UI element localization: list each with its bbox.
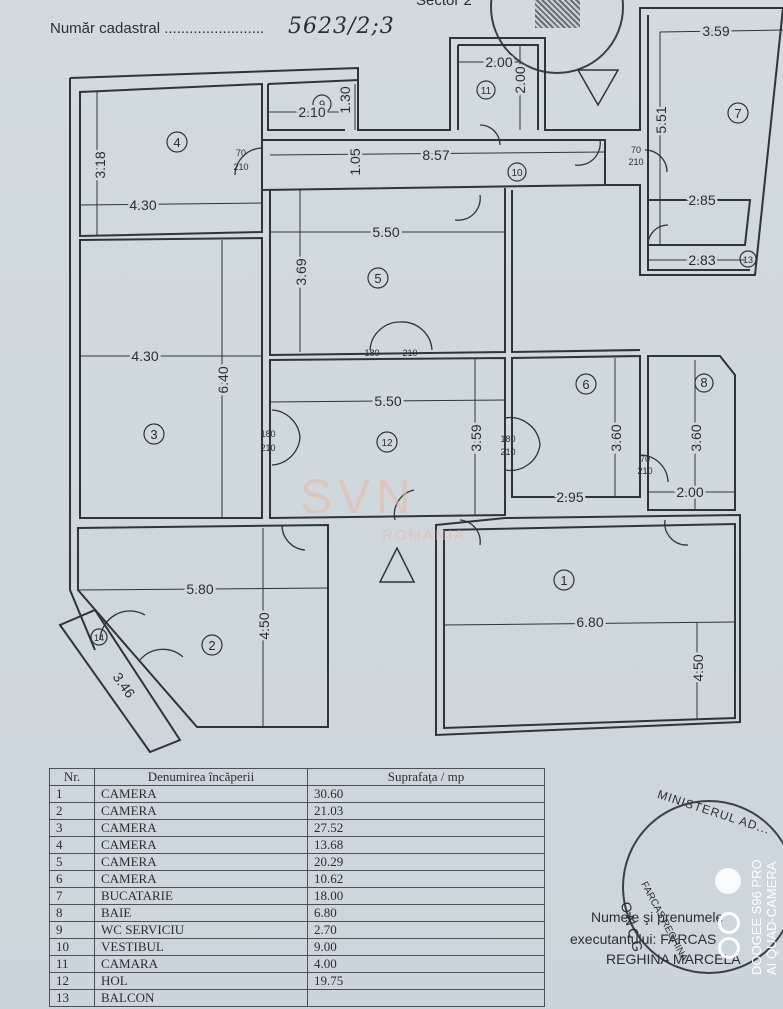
svg-text:6.80: 6.80 [576,614,603,630]
svg-text:5.80: 5.80 [186,581,213,597]
ministry-stamp [622,800,783,974]
svg-text:70: 70 [236,148,246,158]
signature-line-1: Numele şi prenumele [591,909,724,925]
svg-text:180: 180 [500,434,515,444]
watermark-sub: ROMANIA [382,527,467,544]
svg-text:70: 70 [640,454,650,464]
svg-text:70: 70 [631,145,641,155]
svg-text:4.50: 4.50 [256,612,272,639]
col-nr: Nr. [49,768,95,786]
svg-text:8.57: 8.57 [422,147,449,163]
svg-text:210: 210 [260,443,275,453]
svg-text:3.69: 3.69 [293,258,309,285]
col-room-name: Denumirea încăperii [94,768,308,786]
svg-text:2.00: 2.00 [485,54,512,70]
svg-text:2: 2 [208,638,215,653]
svg-text:2.00: 2.00 [676,484,703,500]
svg-text:3.59: 3.59 [702,23,729,39]
svg-text:210: 210 [637,466,652,476]
sector-label: Sector 2 [416,0,472,9]
svg-text:10: 10 [511,168,523,179]
svg-text:210: 210 [233,162,248,172]
svg-text:14: 14 [94,633,104,643]
svg-text:1: 1 [560,573,567,588]
svg-text:5.51: 5.51 [653,106,669,133]
svg-text:11: 11 [481,86,492,97]
svg-text:210: 210 [402,348,417,358]
svg-text:2.85: 2.85 [688,192,715,208]
svg-text:210: 210 [628,157,643,167]
watermark-brand: SVN [300,471,417,524]
svg-text:6.40: 6.40 [215,366,231,393]
svg-text:1.05: 1.05 [347,148,363,175]
table-header-row: Nr. Denumirea încăperii Suprafaţa / mp [49,768,545,786]
svg-text:3.60: 3.60 [688,424,704,451]
svg-text:9: 9 [319,99,325,111]
svg-text:8: 8 [700,375,707,390]
camera-watermark-type: AI QUAD-CAMERA [764,861,779,975]
svg-text:4.30: 4.30 [131,348,158,364]
svg-text:2.83: 2.83 [688,252,715,268]
signature-line-2: executantului: FARCAS [570,931,717,947]
svg-text:3: 3 [150,427,157,442]
svg-text:3.46: 3.46 [110,669,139,701]
svg-text:5.50: 5.50 [374,393,401,409]
camera-dot-icon [715,868,741,894]
svg-text:3.60: 3.60 [608,424,624,451]
camera-watermark-model: DOOGEE S96 PRO [749,859,764,975]
svg-text:210: 210 [500,447,515,457]
svg-text:2.10: 2.10 [298,104,325,120]
svg-text:4.50: 4.50 [690,654,706,681]
svg-text:4: 4 [173,135,180,150]
svg-text:12: 12 [381,438,393,449]
svg-text:4.30: 4.30 [129,197,156,213]
cadastral-number: 5623/2;3 [288,14,395,39]
camera-ring-icon [718,937,740,959]
floor-plan: 4 9 11 7 10 5 3 12 6 8 2 14 1 13 4.30 3.… [58,7,783,754]
cadastral-label: Număr cadastral ........................ [50,20,265,37]
svg-text:2.95: 2.95 [556,489,583,505]
room-area-table: Nr. Denumirea încăperii Suprafaţa / mp 1… [49,768,545,1007]
svg-text:13: 13 [743,255,753,265]
qr-code [535,0,580,28]
svg-text:3.18: 3.18 [92,151,108,178]
svg-text:6: 6 [582,377,589,392]
svg-text:3.59: 3.59 [468,424,484,451]
svg-text:2.00: 2.00 [512,66,528,93]
col-area: Suprafaţa / mp [307,768,545,786]
svg-text:5: 5 [374,271,381,286]
signature-line-3: REGHINA MARCELA [606,951,741,967]
svg-text:5.50: 5.50 [372,224,399,240]
svg-text:180: 180 [260,429,275,439]
camera-ring-icon [718,912,740,934]
svg-text:7: 7 [734,106,741,121]
svg-text:180: 180 [364,348,379,358]
svg-text:1.30: 1.30 [337,86,353,113]
